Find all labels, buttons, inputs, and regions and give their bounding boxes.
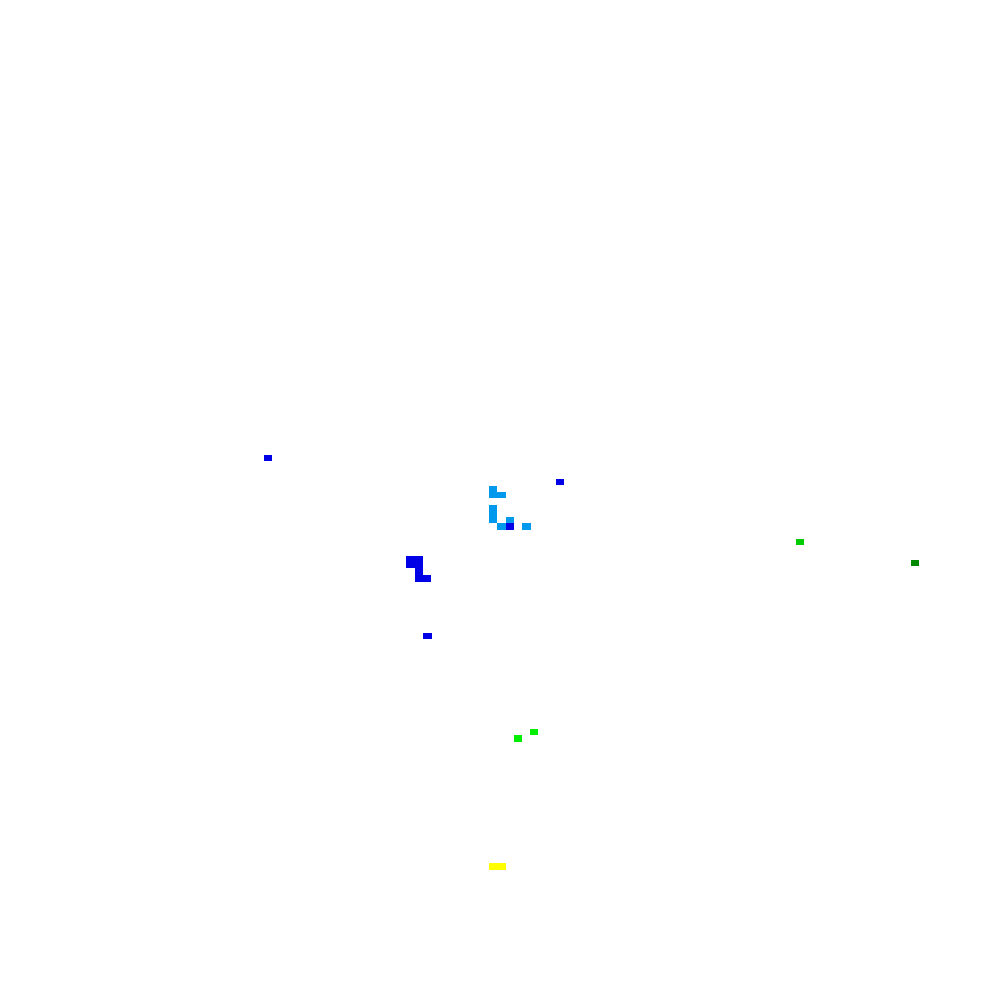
blue-pixel-block xyxy=(415,575,431,582)
dark-green-pixel-block xyxy=(911,560,919,566)
green-pixel-block xyxy=(796,539,804,545)
light-blue-pixel-block xyxy=(489,486,497,492)
light-blue-pixel-block xyxy=(506,517,514,523)
light-blue-pixel-block xyxy=(489,492,506,498)
yellow-pixel-block xyxy=(489,863,506,870)
light-blue-pixel-block xyxy=(522,523,531,530)
light-blue-pixel-block xyxy=(489,505,497,523)
blue-pixel-block xyxy=(406,556,423,568)
bright-green-pixel-block xyxy=(514,735,522,742)
blue-pixel-block xyxy=(423,633,432,639)
blue-pixel-block xyxy=(506,523,514,530)
light-blue-pixel-block xyxy=(497,523,506,530)
blue-pixel-block xyxy=(556,479,564,485)
blue-pixel-block xyxy=(264,455,272,461)
blue-pixel-block xyxy=(415,568,423,575)
bright-green-pixel-block xyxy=(530,729,538,735)
